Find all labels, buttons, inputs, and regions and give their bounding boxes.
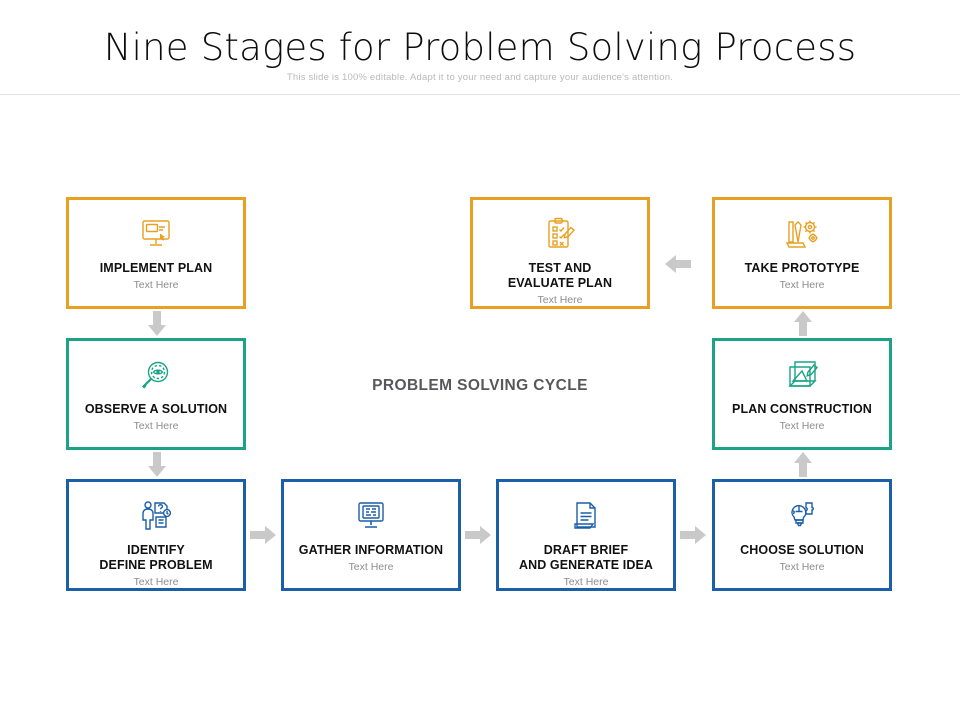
card-take-prototype[interactable]: TAKE PROTOTYPE Text Here [712, 197, 896, 313]
card-title: DRAFT BRIEF AND GENERATE IDEA [518, 543, 654, 572]
card-implement-plan[interactable]: IMPLEMENT PLAN Text Here [66, 197, 250, 313]
arrow-gather-to-draft [465, 524, 491, 546]
card-identify-define-problem[interactable]: IDENTIFY DEFINE PROBLEM Text Here [66, 479, 250, 595]
card-subtitle: Text Here [779, 561, 825, 573]
magnifier-eye-icon [133, 354, 179, 396]
clipboard-checklist-pen-icon [537, 213, 583, 255]
arrow-implement-to-observe [146, 311, 168, 336]
card-plan-construction[interactable]: PLAN CONSTRUCTION Text Here [712, 338, 896, 454]
card-subtitle: Text Here [348, 561, 394, 573]
blueprint-pencil-icon [779, 354, 825, 396]
cycle-center-label: PROBLEM SOLVING CYCLE [372, 377, 588, 394]
card-title: IMPLEMENT PLAN [99, 261, 213, 275]
header-divider [0, 94, 960, 95]
card-gather-information[interactable]: GATHER INFORMATION Text Here [281, 479, 465, 595]
card-title: OBSERVE A SOLUTION [84, 402, 228, 416]
card-observe-a-solution[interactable]: OBSERVE A SOLUTION Text Here [66, 338, 250, 454]
page-title: Nine Stages for Problem Solving Process [103, 26, 857, 69]
card-title: TEST AND EVALUATE PLAN [507, 261, 613, 290]
puzzle-lightbulb-icon [779, 495, 825, 537]
card-title: GATHER INFORMATION [298, 543, 444, 557]
arrow-plan-construction-to-take-prototype [792, 311, 814, 336]
monitor-presentation-icon [133, 213, 179, 255]
card-subtitle: Text Here [779, 420, 825, 432]
arrow-choose-to-plan-construction [792, 452, 814, 477]
card-title: CHOOSE SOLUTION [740, 543, 864, 557]
page-subtitle: This slide is 100% editable. Adapt it to… [286, 72, 674, 83]
card-subtitle: Text Here [133, 576, 179, 588]
card-subtitle: Text Here [133, 420, 179, 432]
card-subtitle: Text Here [563, 576, 609, 588]
card-draft-brief-and-generate-idea[interactable]: DRAFT BRIEF AND GENERATE IDEA Text Here [496, 479, 680, 595]
document-icon [563, 495, 609, 537]
card-test-and-evaluate-plan[interactable]: TEST AND EVALUATE PLAN Text Here [470, 197, 654, 313]
card-title: PLAN CONSTRUCTION [732, 402, 872, 416]
card-subtitle: Text Here [537, 294, 583, 306]
arrow-take-prototype-to-test-evaluate [665, 253, 691, 275]
arrow-draft-to-choose [680, 524, 706, 546]
card-title: IDENTIFY DEFINE PROBLEM [99, 543, 213, 572]
monitor-data-icon [348, 495, 394, 537]
arrow-observe-to-identify [146, 452, 168, 477]
person-question-icon [133, 495, 179, 537]
card-choose-solution[interactable]: CHOOSE SOLUTION Text Here [712, 479, 896, 595]
card-subtitle: Text Here [779, 279, 825, 291]
arrow-identify-to-gather [250, 524, 276, 546]
gears-prototype-icon [779, 213, 825, 255]
card-title: TAKE PROTOTYPE [744, 261, 860, 275]
card-subtitle: Text Here [133, 279, 179, 291]
